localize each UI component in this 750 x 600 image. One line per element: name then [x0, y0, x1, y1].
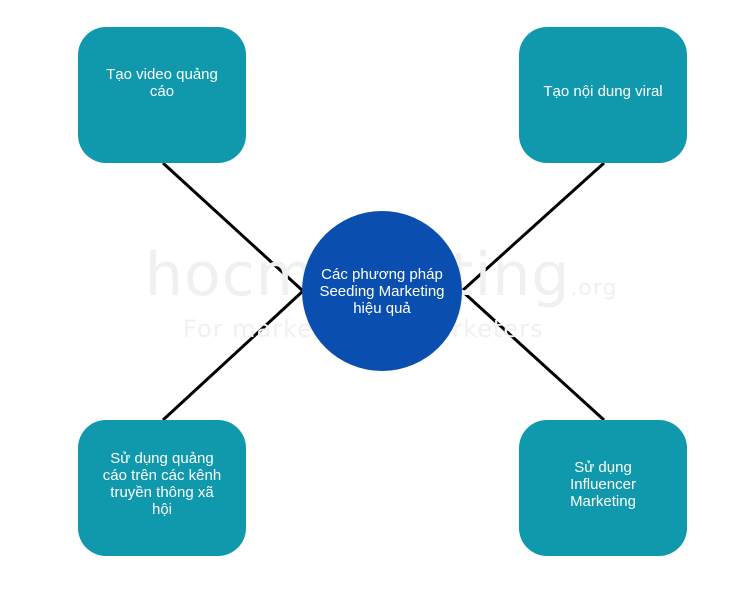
center-node-label: Các phương pháp Seeding Marketing hiệu q…: [319, 265, 445, 317]
connector-top-right: [460, 161, 606, 293]
center-node: Các phương pháp Seeding Marketing hiệu q…: [302, 211, 462, 371]
node-top-right-label: Tạo nội dung viral: [543, 82, 663, 100]
node-top-left-label: Tạo video quảng cáo: [106, 66, 218, 100]
node-bottom-left-label: Sử dụng quảng cáo trên các kênh truyền t…: [102, 450, 222, 518]
connector-bottom-left: [161, 289, 305, 422]
connector-top-left: [161, 161, 305, 293]
node-bottom-right: Sử dụng Influencer Marketing: [519, 420, 687, 556]
node-top-right: Tạo nội dung viral: [519, 27, 687, 163]
node-bottom-left: Sử dụng quảng cáo trên các kênh truyền t…: [78, 420, 246, 556]
node-bottom-right-label: Sử dụng Influencer Marketing: [570, 458, 636, 510]
node-top-left: Tạo video quảng cáo: [78, 27, 246, 163]
connector-bottom-right: [460, 289, 606, 422]
